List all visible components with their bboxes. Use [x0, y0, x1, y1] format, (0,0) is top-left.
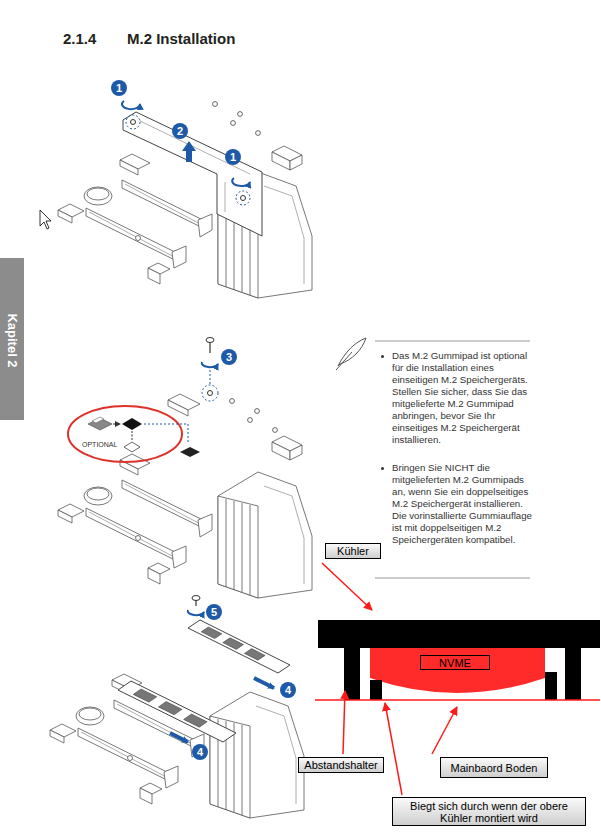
step-install-standoff: [210, 370, 211, 385]
chapter-tab-label: Kapitel 2: [5, 313, 20, 367]
cross-section-sketch: [322, 563, 372, 610]
step-remove-heatsink: [272, 146, 302, 170]
bullet-dot: [381, 467, 384, 470]
step-install-standoff: [124, 442, 140, 452]
step-install-m2-module: [50, 596, 304, 819]
cross-section-sketch: [343, 691, 345, 754]
step-install-standoff: [58, 338, 312, 599]
note-box: [336, 352, 352, 370]
step-install-m2-module: [170, 733, 188, 742]
label-text: Kühler: [330, 545, 376, 557]
callout-number: 5: [206, 604, 222, 620]
step-remove-heatsink: [241, 196, 246, 201]
callout-number: 3: [221, 349, 237, 365]
step-install-m2-module: [254, 678, 274, 688]
step-remove-heatsink: [182, 141, 196, 162]
annotation-label-box: Biegt sich durch wenn der obere Kühler m…: [392, 797, 586, 826]
note-text: Das M.2 Gummipad ist optional für die In…: [392, 350, 538, 446]
step-remove-heatsink: [232, 178, 250, 186]
annotation-label-box: NVME: [420, 655, 490, 670]
bullet-dot: [381, 355, 384, 358]
note-text: Bringen Sie NICHT die mitgelieferten M.2…: [392, 462, 538, 546]
step-install-standoff: [58, 454, 312, 598]
step-install-m2-module: [133, 689, 157, 702]
step-install-m2-module: [192, 596, 200, 601]
step-install-standoff: [144, 424, 188, 444]
cross-section-sketch: [385, 703, 402, 795]
step-install-m2-module: [188, 620, 290, 673]
mouse-cursor: [40, 210, 51, 229]
label-text: Mainbaord Boden: [445, 762, 543, 774]
annotation-label-box: Abstandshalter: [298, 757, 384, 773]
cross-section-sketch: [565, 648, 581, 700]
step-remove-heatsink: [123, 112, 262, 236]
note-box: [375, 341, 530, 342]
cross-section-sketch: [318, 620, 600, 648]
cross-section-sketch: [370, 680, 382, 700]
step-install-standoff: [206, 338, 214, 343]
step-install-standoff: [68, 406, 182, 462]
note-box: [375, 578, 530, 579]
step-install-standoff: [209, 342, 210, 353]
label-text: NVME: [425, 657, 485, 669]
step-install-m2-module: [184, 714, 208, 727]
callout-number: 2: [172, 123, 188, 139]
step-install-m2-module: [50, 674, 304, 818]
step-install-standoff: [168, 400, 188, 416]
step-install-m2-module: [118, 681, 236, 742]
step-install-standoff: [230, 399, 278, 433]
callout-number: 1: [225, 149, 241, 165]
annotation-label-box: Mainbaord Boden: [440, 757, 548, 778]
step-remove-heatsink: [213, 102, 261, 136]
step-install-standoff: [272, 436, 302, 460]
label-text: Abstandshalter: [303, 759, 379, 771]
step-install-standoff: [113, 424, 120, 425]
cross-section-sketch: [545, 672, 557, 700]
step-remove-heatsink: [58, 154, 312, 298]
step-install-m2-module: [158, 702, 182, 715]
callout-number: 4: [192, 744, 208, 760]
label-text: Biegt sich durch wenn der obere Kühler m…: [397, 800, 581, 824]
step-remove-heatsink: [131, 120, 136, 125]
section-number: 2.1.4: [63, 30, 96, 47]
step-install-standoff: [202, 385, 218, 401]
step-remove-heatsink: [58, 101, 312, 298]
step-install-m2-module: [201, 627, 222, 639]
step-remove-heatsink: [225, 182, 226, 212]
optional-label: OPTIONAL: [82, 441, 117, 448]
step-install-standoff: [88, 418, 112, 430]
cross-section-sketch: [370, 648, 545, 693]
cross-section-sketch: [315, 699, 600, 701]
chapter-tab: [0, 258, 24, 420]
callout-number: 4: [280, 682, 296, 698]
cross-section-sketch: [344, 648, 360, 700]
step-remove-heatsink: [122, 101, 140, 109]
step-install-standoff: [122, 418, 142, 430]
step-install-m2-module: [195, 600, 196, 606]
step-remove-heatsink: [140, 121, 250, 174]
step-install-standoff: [202, 362, 218, 367]
cross-section-sketch: [432, 707, 457, 754]
callout-number: 1: [111, 80, 127, 96]
step-install-standoff: [180, 447, 200, 457]
section-title: M.2 Installation: [127, 30, 235, 47]
step-install-m2-module: [223, 638, 244, 650]
step-install-standoff: [92, 417, 104, 423]
step-install-standoff: [208, 391, 213, 396]
step-install-standoff: [132, 431, 133, 440]
step-install-m2-module: [244, 649, 265, 661]
annotation-label-box: Kühler: [325, 543, 381, 559]
step-install-m2-module: [188, 610, 204, 615]
step-remove-heatsink: [126, 115, 140, 129]
step-remove-heatsink: [236, 191, 250, 205]
